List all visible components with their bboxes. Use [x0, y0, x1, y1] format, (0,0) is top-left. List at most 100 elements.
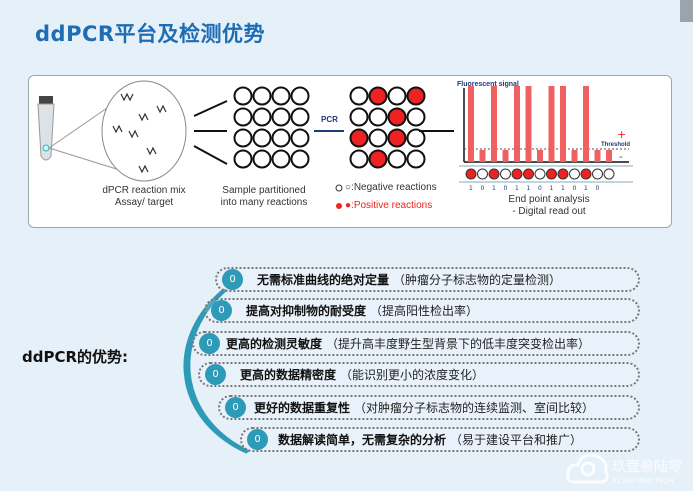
readout-digit: 0	[596, 185, 600, 192]
readout-digit: 1	[469, 185, 473, 192]
negative-well	[368, 107, 388, 127]
readout-digit: 1	[492, 185, 496, 192]
negative-droplet	[592, 168, 603, 180]
corner-bar	[680, 0, 693, 22]
partition-well	[271, 128, 291, 148]
signal-bar	[560, 86, 566, 162]
readout-digit: 1	[527, 185, 531, 192]
partition-well	[290, 149, 310, 169]
watermark: 玖壹叁陆零 91360 MED TECH	[566, 450, 682, 490]
readout-digit: 0	[481, 185, 485, 192]
signal-bar	[468, 86, 474, 162]
split-arrows	[193, 100, 228, 165]
item-number-badge: 0	[225, 397, 246, 418]
reaction-grid	[349, 86, 426, 169]
negative-well	[349, 149, 369, 169]
positive-droplet	[557, 168, 569, 180]
negative-well	[387, 149, 407, 169]
partition-grid	[233, 86, 310, 169]
signal-bar	[548, 86, 555, 162]
minus-sign: -	[619, 152, 623, 163]
dna-icons	[112, 92, 167, 174]
negative-well	[406, 128, 426, 148]
positive-droplet	[465, 168, 477, 180]
positive-well	[368, 149, 388, 169]
negative-well	[349, 107, 369, 127]
positive-droplet	[511, 168, 523, 180]
negative-well	[368, 128, 388, 148]
positive-well	[387, 128, 407, 148]
watermark-en: 91360 MED TECH	[612, 477, 674, 485]
negative-droplet	[534, 168, 546, 180]
negative-droplet	[603, 168, 615, 180]
readout-circles	[465, 168, 615, 180]
signal-bar	[606, 150, 612, 162]
readout-digit: 0	[538, 185, 542, 192]
partition-well	[252, 107, 272, 127]
partition-well	[290, 128, 310, 148]
readout-digit: 1	[561, 185, 565, 192]
negative-well	[349, 86, 369, 106]
signal-bar	[525, 86, 532, 162]
pcr-label: PCR	[321, 115, 338, 124]
negative-well	[406, 149, 426, 169]
tube-icon	[37, 96, 55, 161]
watermark-cn: 玖壹叁陆零	[612, 459, 682, 475]
partition-well	[290, 86, 310, 106]
partition-well	[233, 86, 253, 106]
signal-bar	[491, 86, 497, 162]
negative-droplet	[569, 168, 580, 180]
partition-well	[290, 107, 310, 127]
item-number-badge: 0	[205, 364, 226, 385]
item-number-badge: 0	[247, 429, 268, 450]
positive-well	[349, 128, 369, 148]
negative-droplet	[477, 168, 488, 180]
partition-well	[252, 86, 272, 106]
item-number-badge: 0	[211, 300, 232, 321]
positive-droplet	[546, 168, 557, 180]
partition-well	[271, 149, 291, 169]
readout-digit: 0	[504, 185, 508, 192]
page-title: ddPCR平台及检测优势	[35, 22, 266, 46]
positive-droplet	[523, 168, 534, 180]
signal-bar	[537, 150, 543, 162]
negative-well	[406, 107, 426, 127]
signal-bar	[571, 150, 578, 162]
partition-well	[252, 128, 272, 148]
positive-well	[406, 86, 426, 106]
readout-digit: 1	[584, 185, 588, 192]
signal-bar	[514, 86, 520, 162]
positive-well	[387, 107, 407, 127]
negative-droplet	[500, 168, 511, 180]
positive-droplet	[580, 168, 592, 180]
item-number-badge: 0	[222, 269, 243, 290]
signal-bar	[502, 150, 509, 162]
partition-well	[233, 107, 253, 127]
partition-well	[271, 86, 291, 106]
signal-bars	[468, 86, 612, 162]
threshold-label: Threshold	[601, 142, 630, 148]
endpoint-caption: End point analysis- Digital read out	[508, 194, 590, 217]
fluorescent-label: Fluorescent signal	[457, 81, 519, 88]
readout-digit: 0	[573, 185, 577, 192]
readout-digit: 1	[550, 185, 554, 192]
readout-digit: 1	[515, 185, 519, 192]
plus-sign: +	[617, 128, 626, 141]
cloud-logo-icon	[566, 453, 609, 484]
partition-well	[233, 149, 253, 169]
partition-well	[233, 128, 253, 148]
advantages-label: ddPCR的优势:	[22, 348, 129, 366]
negative-well	[387, 86, 407, 106]
partition-well	[252, 149, 272, 169]
